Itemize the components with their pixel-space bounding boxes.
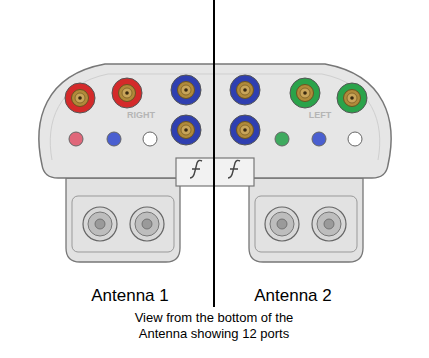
indicator: [143, 132, 157, 146]
red-port: [65, 83, 95, 113]
round-connector: [83, 207, 117, 241]
divider-line: [213, 0, 215, 307]
round-connector: [265, 207, 299, 241]
indicator: [275, 132, 289, 146]
antenna-label: Antenna 1: [91, 287, 169, 306]
connector-recess: [255, 196, 357, 252]
indicator: [107, 132, 121, 146]
blue-port: [171, 115, 201, 145]
lower-housing: [66, 178, 180, 262]
round-connector: [312, 207, 346, 241]
blue-port: [171, 75, 201, 105]
connector-recess: [72, 196, 174, 252]
side-label: RIGHT: [127, 111, 155, 121]
side-label: LEFT: [309, 111, 332, 121]
plate-symbol: [190, 160, 202, 178]
indicator: [69, 132, 83, 146]
round-connector: [130, 207, 164, 241]
blue-port: [230, 115, 260, 145]
lower-housing: [249, 178, 363, 262]
blue-port: [230, 75, 260, 105]
indicator: [312, 132, 326, 146]
figure-caption: View from the bottom of the Antenna show…: [114, 310, 314, 343]
green-port: [337, 83, 367, 113]
antenna-label: Antenna 2: [254, 287, 332, 306]
red-port: [112, 78, 142, 108]
indicator: [348, 132, 362, 146]
green-port: [290, 78, 320, 108]
plate-symbol: [228, 160, 240, 178]
